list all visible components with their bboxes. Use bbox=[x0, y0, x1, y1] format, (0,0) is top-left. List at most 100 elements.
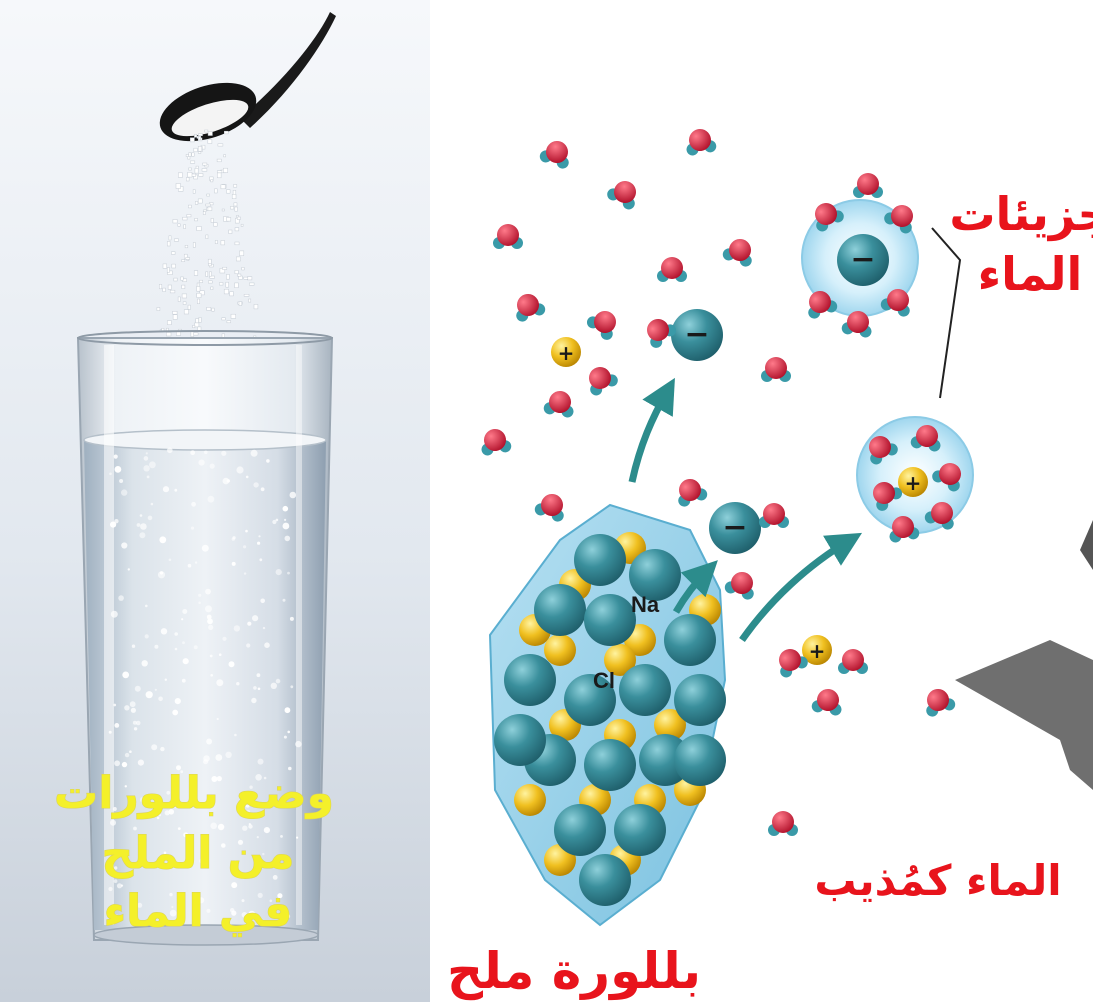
salt-grain bbox=[188, 167, 192, 171]
salt-particle bbox=[287, 730, 291, 734]
salt-grain bbox=[192, 242, 196, 248]
salt-particle bbox=[186, 859, 190, 863]
water-molecule bbox=[838, 649, 868, 674]
salt-particle bbox=[149, 917, 154, 922]
salt-particle bbox=[199, 858, 205, 864]
salt-grain bbox=[190, 160, 196, 164]
salt-particle bbox=[174, 698, 181, 705]
water-molecule bbox=[768, 811, 798, 836]
water-molecule bbox=[657, 257, 687, 282]
salt-grain bbox=[172, 219, 178, 224]
salt-particle bbox=[246, 643, 251, 648]
salt-grain bbox=[217, 170, 223, 174]
salt-grain bbox=[198, 173, 204, 177]
chloride-atom bbox=[494, 714, 546, 766]
salt-grain bbox=[185, 154, 189, 157]
salt-particle bbox=[182, 658, 189, 665]
salt-grain bbox=[207, 206, 213, 211]
salt-particle bbox=[149, 461, 156, 469]
salt-particle bbox=[198, 593, 202, 597]
salt-particle bbox=[156, 816, 160, 820]
salt-grain bbox=[220, 184, 226, 190]
salt-particle bbox=[205, 588, 211, 595]
water-molecule bbox=[539, 141, 569, 169]
salt-particle bbox=[280, 835, 283, 838]
salt-grain bbox=[238, 301, 243, 306]
salt-particle bbox=[113, 703, 117, 707]
chloride-atom bbox=[674, 674, 726, 726]
chloride-atom bbox=[664, 614, 716, 666]
water-molecule bbox=[607, 181, 636, 210]
salt-particle bbox=[191, 783, 195, 787]
salt-particle bbox=[136, 523, 141, 527]
water-molecule bbox=[761, 357, 791, 382]
salt-grain bbox=[162, 263, 167, 269]
photo-caption-line3: في الماء bbox=[104, 886, 293, 937]
salt-particle bbox=[275, 855, 281, 862]
salt-particle bbox=[130, 707, 136, 713]
salt-grain bbox=[195, 318, 199, 324]
salt-particle bbox=[114, 519, 119, 524]
chloride-atom bbox=[674, 734, 726, 786]
salt-particle bbox=[168, 558, 172, 562]
salt-particle bbox=[284, 535, 291, 542]
salt-particle bbox=[116, 883, 123, 889]
salt-particle bbox=[250, 449, 258, 457]
salt-particle bbox=[221, 450, 227, 456]
chloride-atom bbox=[504, 654, 556, 706]
water-molecule bbox=[924, 502, 954, 530]
salt-particle bbox=[204, 450, 208, 455]
salt-particle bbox=[237, 839, 244, 845]
salt-grain bbox=[249, 282, 255, 286]
salt-particle bbox=[113, 879, 118, 883]
salt-grain bbox=[210, 179, 214, 183]
plus-sign: + bbox=[558, 341, 575, 365]
water-molecule bbox=[779, 649, 808, 678]
salt-grain bbox=[171, 251, 176, 255]
salt-grain bbox=[194, 134, 198, 138]
salt-particle bbox=[209, 463, 215, 469]
salt-particle bbox=[222, 636, 227, 641]
salt-particle bbox=[248, 824, 253, 829]
salt-particle bbox=[176, 765, 181, 771]
salt-particle bbox=[259, 558, 263, 562]
salt-particle bbox=[137, 902, 143, 908]
salt-grain bbox=[253, 304, 259, 310]
water-molecule bbox=[811, 689, 842, 716]
salt-grain bbox=[169, 289, 176, 294]
arrow-right bbox=[739, 532, 863, 643]
salt-grain bbox=[209, 271, 212, 277]
salt-grain bbox=[177, 223, 181, 227]
salt-particle bbox=[163, 851, 167, 855]
salt-particle bbox=[259, 860, 264, 864]
salt-particle bbox=[277, 893, 283, 899]
salt-grain bbox=[193, 147, 198, 153]
plus-sign: + bbox=[809, 639, 826, 663]
salt-particle bbox=[285, 913, 291, 919]
salt-particle bbox=[160, 746, 165, 752]
salt-particle bbox=[190, 450, 196, 456]
salt-particle bbox=[284, 518, 287, 522]
salt-grain bbox=[210, 218, 214, 223]
salt-particle bbox=[157, 571, 166, 579]
salt-particle bbox=[288, 766, 292, 771]
salt-particle bbox=[151, 744, 158, 751]
salt-grain bbox=[198, 133, 203, 137]
salt-grain bbox=[217, 143, 224, 147]
salt-particle bbox=[198, 601, 201, 605]
salt-particle bbox=[144, 634, 149, 639]
photo-caption-line1: وضع بللورات bbox=[54, 768, 334, 819]
salt-particle bbox=[245, 475, 249, 479]
salt-grain bbox=[167, 270, 173, 275]
salt-grain bbox=[186, 177, 190, 182]
salt-particle bbox=[216, 717, 219, 721]
dissolution-illustration: Na Cl +−−+−+ جزيئات الماء الماء كمُذيب ب… bbox=[445, 129, 1093, 1002]
salt-grain bbox=[226, 217, 232, 222]
salt-particle bbox=[216, 679, 224, 687]
salt-particle bbox=[245, 529, 248, 533]
salt-grain bbox=[248, 298, 252, 303]
water-molecule bbox=[869, 436, 898, 465]
water-molecule bbox=[543, 391, 574, 418]
salt-particle bbox=[271, 904, 274, 907]
sodium-atom bbox=[654, 709, 686, 741]
